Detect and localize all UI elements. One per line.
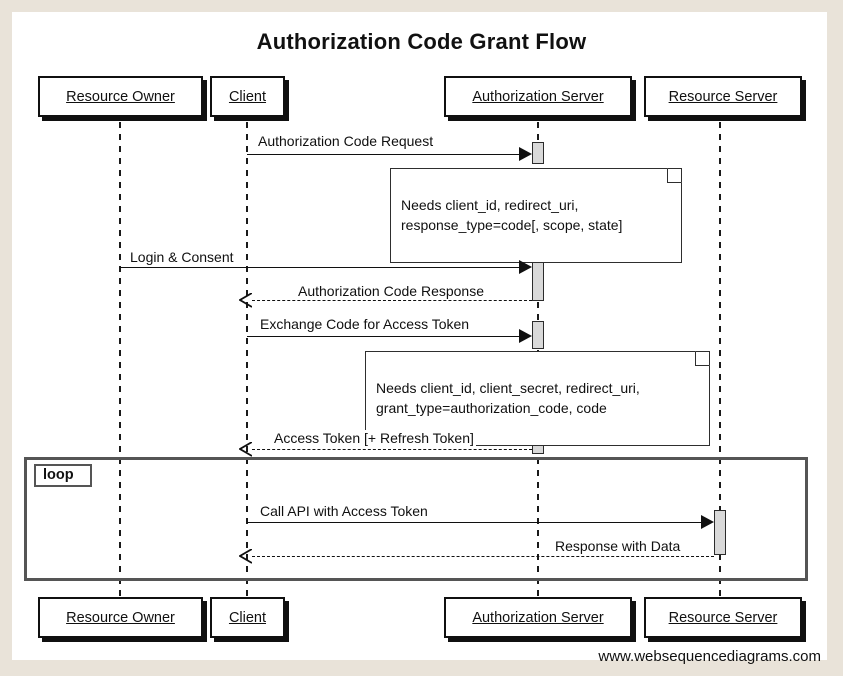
participant-box-authorization-server-bottom[interactable]: Authorization Server — [444, 597, 632, 638]
message-line-response-with-data — [252, 556, 714, 557]
participant-label-resource-owner: Resource Owner — [66, 88, 175, 105]
message-line-access-token-response — [252, 449, 532, 450]
participant-box-resource-owner-top[interactable]: Resource Owner — [38, 76, 203, 117]
note-fold-corner-icon — [667, 168, 682, 183]
loop-fragment-frame — [24, 457, 808, 581]
loop-fragment-label: loop — [34, 464, 92, 487]
message-label-login-and-consent: Login & Consent — [128, 249, 236, 265]
note-authorization-request-params: Needs client_id, redirect_uri, response_… — [390, 168, 682, 263]
message-line-login-and-consent — [120, 267, 520, 268]
loop-label-text: loop — [43, 467, 74, 483]
footer-watermark: www.websequencediagrams.com — [598, 648, 821, 665]
participant-box-resource-server-bottom[interactable]: Resource Server — [644, 597, 802, 638]
participant-label-client-bottom: Client — [228, 609, 267, 626]
message-label-authorization-code-response: Authorization Code Response — [296, 283, 487, 299]
participant-box-client-bottom[interactable]: Client — [210, 597, 285, 638]
diagram-title: Authorization Code Grant Flow — [256, 29, 587, 54]
message-arrowhead-response-with-data — [239, 549, 252, 564]
message-label-access-token-response: Access Token [+ Refresh Token] — [272, 430, 476, 446]
participant-label-authorization-server: Authorization Server — [472, 88, 604, 105]
message-line-call-api-with-access-token — [247, 522, 702, 523]
message-arrowhead-call-api-with-access-token — [701, 515, 714, 529]
message-arrowhead-authorization-code-response — [239, 293, 252, 308]
activation-authorization-server-1 — [532, 142, 544, 164]
message-line-exchange-code-for-access-token — [247, 336, 520, 337]
participant-box-resource-owner-bottom[interactable]: Resource Owner — [38, 597, 203, 638]
participant-label-authorization-server-bottom: Authorization Server — [472, 609, 604, 626]
participant-box-authorization-server-top[interactable]: Authorization Server — [444, 76, 632, 117]
message-line-authorization-code-response — [252, 300, 532, 301]
note-fold-corner-icon-2 — [695, 351, 710, 366]
participant-label-resource-server-bottom: Resource Server — [668, 609, 778, 626]
participant-box-resource-server-top[interactable]: Resource Server — [644, 76, 802, 117]
participant-label-client: Client — [228, 88, 267, 105]
message-label-exchange-code-for-access-token: Exchange Code for Access Token — [258, 316, 472, 332]
message-label-call-api-with-access-token: Call API with Access Token — [258, 503, 430, 519]
message-line-authorization-code-request — [247, 154, 520, 155]
note-text-token-request-params: Needs client_id, client_secret, redirect… — [376, 379, 640, 416]
message-label-response-with-data: Response with Data — [553, 538, 683, 554]
note-token-request-params: Needs client_id, client_secret, redirect… — [365, 351, 710, 446]
message-arrowhead-exchange-code-for-access-token — [519, 329, 532, 343]
participant-box-client-top[interactable]: Client — [210, 76, 285, 117]
participant-label-resource-owner-bottom: Resource Owner — [66, 609, 175, 626]
message-arrowhead-login-and-consent — [519, 260, 532, 274]
message-arrowhead-access-token-response — [239, 442, 252, 457]
activation-authorization-server-3 — [532, 321, 544, 349]
message-label-authorization-code-request: Authorization Code Request — [256, 133, 436, 149]
participant-label-resource-server: Resource Server — [668, 88, 778, 105]
message-arrowhead-authorization-code-request — [519, 147, 532, 161]
activation-resource-server-1 — [714, 510, 726, 555]
note-text-authorization-request-params: Needs client_id, redirect_uri, response_… — [401, 196, 623, 233]
